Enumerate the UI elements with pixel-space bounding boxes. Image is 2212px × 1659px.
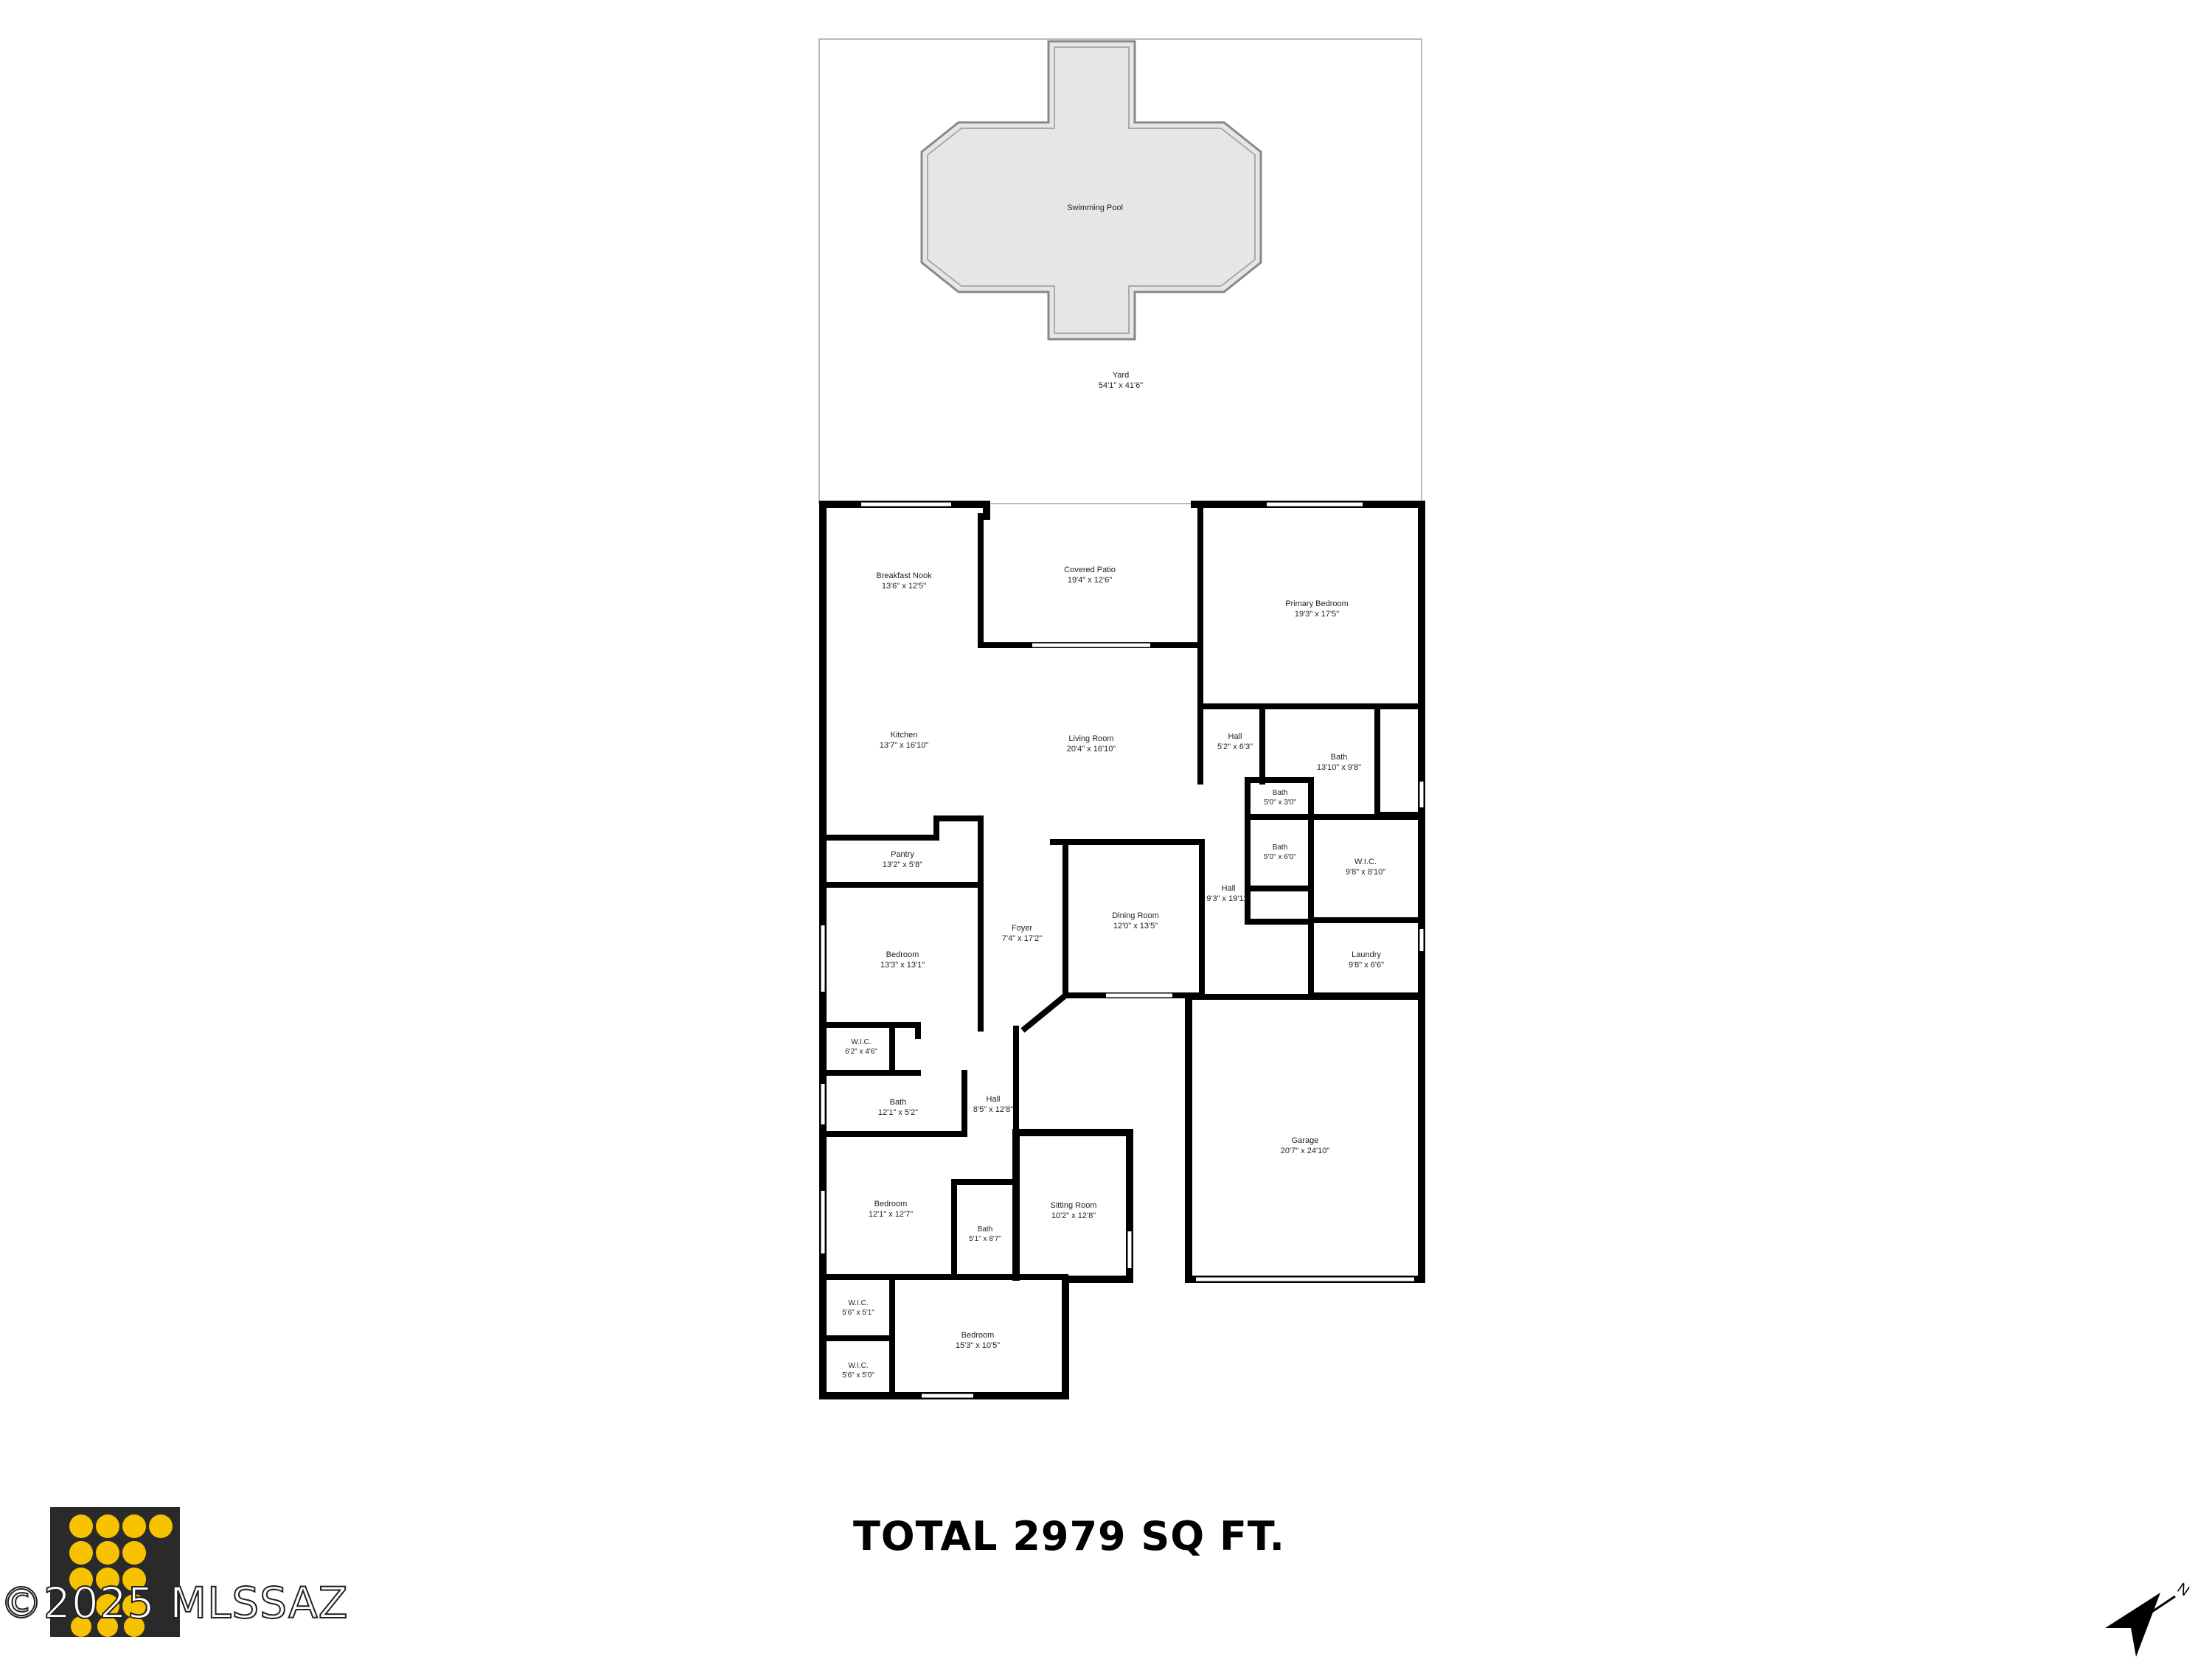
- north-arrow-icon: N: [2105, 1580, 2192, 1657]
- copyright-watermark: ©2025 MLSSAZ: [0, 1577, 349, 1629]
- room-wic-3: W.I.C.5'6" x 5'0": [842, 1362, 874, 1380]
- swimming-pool-shape: [920, 40, 1262, 341]
- yellow-dot-grid-logo-icon: [50, 1507, 180, 1637]
- room-wic-2: W.I.C.5'6" x 5'1": [842, 1299, 874, 1317]
- north-letter: N: [2174, 1580, 2192, 1599]
- total-area-label: TOTAL 2979 SQ FT.: [852, 1513, 1286, 1559]
- room-wic-primary: W.I.C.9'8" x 8'10": [1346, 858, 1385, 877]
- room-wic-1: W.I.C.6'2" x 4'6": [845, 1038, 877, 1056]
- yard-boundary: [818, 38, 1422, 504]
- interior-walls: [820, 501, 1425, 1399]
- room-swimming-pool: Swimming Pool: [1067, 204, 1123, 212]
- windows: [821, 502, 1424, 1398]
